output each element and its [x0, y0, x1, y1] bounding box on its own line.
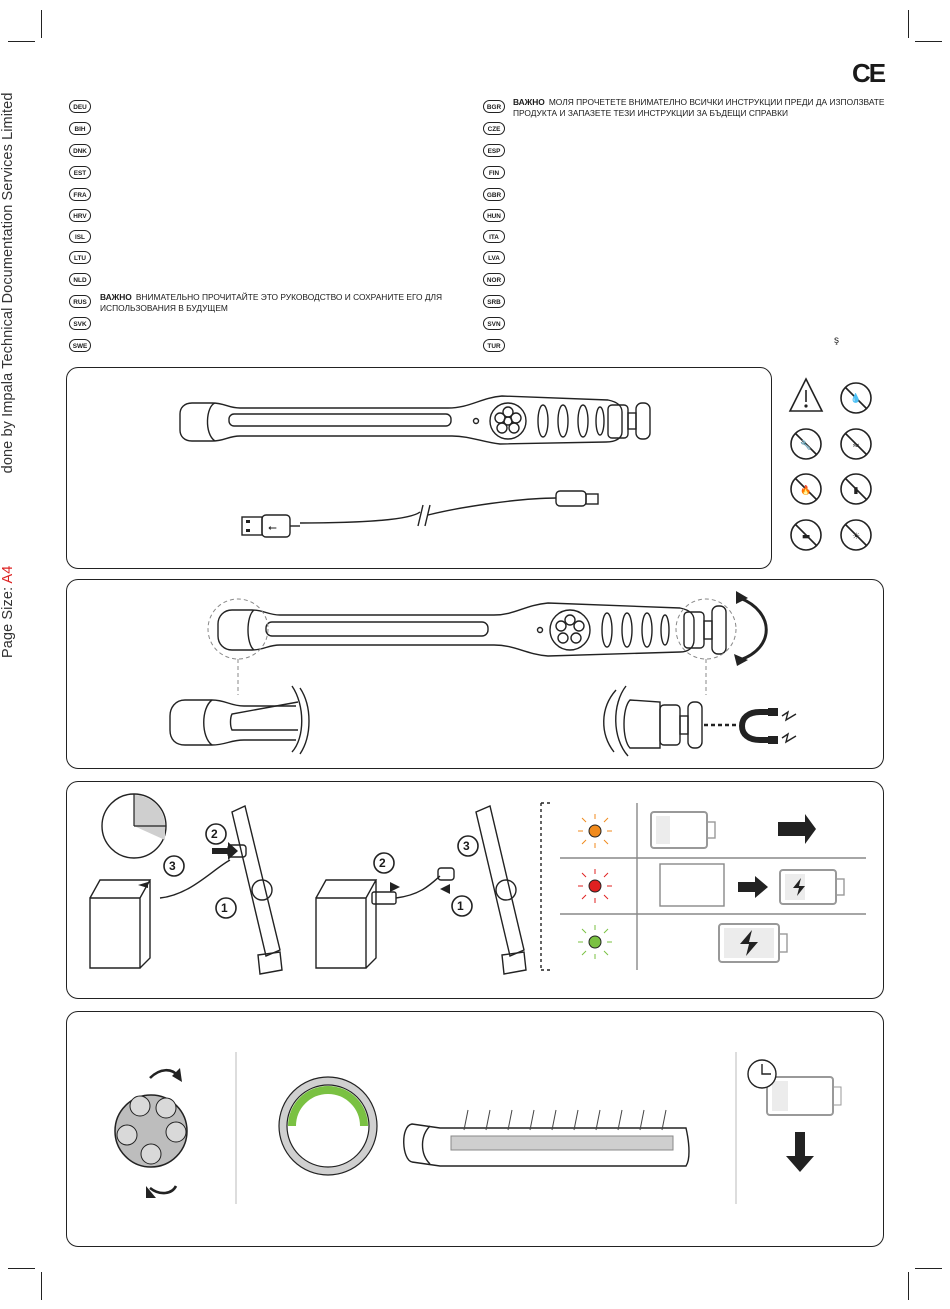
svg-text:▮: ▮	[854, 486, 859, 496]
no-crush-icon	[790, 519, 822, 551]
clock-icon	[747, 1059, 777, 1089]
crop-mark	[41, 10, 42, 38]
step-3-label: 3	[463, 839, 470, 853]
step-2-label: 2	[211, 827, 218, 841]
rotating-head-icon	[114, 1094, 188, 1168]
lang-badge: LTU	[69, 251, 91, 264]
crop-mark	[908, 1272, 909, 1300]
lang-badge: SVK	[69, 317, 91, 330]
lang-badge: SVN	[483, 317, 505, 330]
no-liquid-icon	[840, 428, 872, 460]
svg-text:💧: 💧	[850, 392, 861, 404]
svg-text:🔧: 🔧	[800, 439, 811, 451]
lang-badge: DNK	[69, 144, 91, 157]
lang-badge: FIN	[483, 166, 505, 179]
crop-mark	[915, 41, 942, 42]
lang-badge: EST	[69, 166, 91, 179]
lang-badge: NLD	[69, 273, 91, 286]
svg-text:▬: ▬	[802, 532, 811, 542]
step-3-label: 3	[169, 859, 176, 873]
lang-badge: DEU	[69, 100, 91, 113]
step-1-label: 1	[221, 901, 228, 915]
lang-badge: ISL	[69, 230, 91, 243]
lang-badge: HRV	[69, 209, 91, 222]
svg-text:🔥: 🔥	[800, 484, 811, 496]
step-1-label: 1	[457, 899, 464, 913]
lang-badge: SWE	[69, 339, 91, 352]
crop-mark	[8, 41, 35, 42]
crop-mark	[908, 10, 909, 38]
no-fire-icon	[790, 473, 822, 505]
no-battery-disposal-icon	[840, 473, 872, 505]
panel-operation	[66, 1011, 884, 1247]
lang-badge: ESP	[483, 144, 505, 157]
important-label: ВАЖНО	[100, 292, 132, 302]
no-disassemble-icon	[790, 428, 822, 460]
crop-mark	[41, 1272, 42, 1300]
crop-mark	[915, 1268, 942, 1269]
warning-triangle-icon	[788, 377, 824, 412]
svg-text:⭠: ⭠	[268, 521, 277, 534]
svg-text:≈: ≈	[852, 441, 860, 451]
led-indicators	[588, 824, 602, 949]
lang-badge: ITA	[483, 230, 505, 243]
lang-badge: HUN	[483, 209, 505, 222]
bgr-line-2: ПРОДУКТА И ЗАПАЗЕТЕ ТЕЗИ ИНСТРУКЦИИ ЗА Б…	[513, 107, 789, 118]
lang-badge: TUR	[483, 339, 505, 352]
lang-badge: RUS	[69, 295, 91, 308]
lang-badge: SRB	[483, 295, 505, 308]
stray-character: ş	[834, 335, 839, 346]
down-arrow-icon	[786, 1132, 814, 1172]
important-label: ВАЖНО	[513, 97, 545, 107]
clock-icon	[101, 793, 167, 859]
panel-contents	[66, 367, 772, 569]
no-water-icon	[840, 382, 872, 414]
lang-badge: NOR	[483, 273, 505, 286]
low-battery-icon	[766, 1076, 842, 1116]
no-sun-icon	[840, 519, 872, 551]
lang-badge: FRA	[69, 188, 91, 201]
rus-line-1: ВНИМАТЕЛЬНО ПРОЧИТАЙТЕ ЭТО РУКОВОДСТВО И…	[135, 292, 443, 302]
step-2-label: 2	[379, 856, 386, 870]
svg-text:☀: ☀	[852, 532, 860, 542]
lang-badge: BIH	[69, 122, 91, 135]
lang-badge: BGR	[483, 100, 505, 113]
ce-mark: CE	[852, 58, 886, 88]
lang-badge: CZE	[483, 122, 505, 135]
rus-line-2: ИСПОЛЬЗОВАНИЯ В БУДУЩЕМ	[100, 302, 228, 313]
crop-mark	[8, 1268, 35, 1269]
lang-badge: GBR	[483, 188, 505, 201]
bgr-line-1: МОЛЯ ПРОЧЕТЕТЕ ВНИМАТЕЛНО ВСИЧКИ ИНСТРУК…	[548, 97, 885, 107]
lang-badge: LVA	[483, 251, 505, 264]
brightness-arc	[288, 1086, 368, 1127]
